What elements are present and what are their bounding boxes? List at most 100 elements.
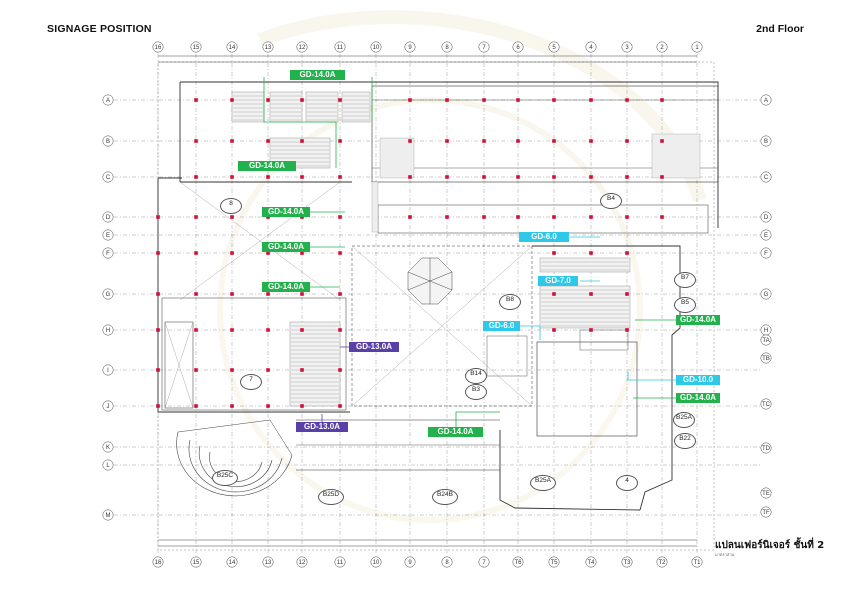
column-marker [408,215,412,219]
svg-text:F: F [106,251,110,257]
grid-bubble-bottom: T5 [548,556,560,568]
svg-text:TF: TF [762,510,770,516]
column-marker [266,368,270,372]
svg-text:TD: TD [762,446,771,452]
svg-text:15: 15 [193,560,200,566]
svg-text:14: 14 [229,560,236,566]
grid-bubble-left: K [102,441,114,453]
column-marker [230,368,234,372]
drawing-scale-note: มาตราส่วน [715,552,735,557]
sign-gd-7: GD-7.0 [538,276,578,286]
grid-bubble-top: 3 [621,41,633,53]
column-marker [194,139,198,143]
svg-text:B: B [764,139,768,145]
column-marker [660,215,664,219]
grid-bubble-top: 6 [512,41,524,53]
grid-bubble-left: C [102,171,114,183]
column-marker [589,328,593,332]
column-marker [230,404,234,408]
column-marker [338,328,342,332]
column-marker [338,368,342,372]
svg-text:T5: T5 [550,560,558,566]
column-marker [589,139,593,143]
grid-bubble-bottom: 16 [152,556,164,568]
column-marker [338,215,342,219]
column-marker [589,251,593,255]
svg-text:8: 8 [445,45,449,51]
svg-text:5: 5 [552,45,556,51]
grid-bubble-top: 14 [226,41,238,53]
zone-b8: B8 [499,294,521,310]
column-marker [552,98,556,102]
column-marker [194,368,198,372]
grid-bubble-top: 13 [262,41,274,53]
svg-text:12: 12 [299,45,306,51]
column-marker [625,292,629,296]
svg-text:G: G [106,292,111,298]
structural-columns [156,98,664,408]
zone-b24b: B24B [432,489,458,505]
column-marker [194,292,198,296]
grid-bubble-bottom: 10 [370,556,382,568]
grid-bubble-right: C [760,171,772,183]
grid-bubble-right: TA [760,334,772,346]
sign-gd-10: GD-10.0 [676,375,720,385]
grid-bubble-right: A [760,94,772,106]
svg-text:H: H [106,328,110,334]
grid-bubble-right: D [760,211,772,223]
svg-text:A: A [764,98,768,104]
svg-text:TA: TA [762,338,769,344]
grid-bubble-right: TC [760,398,772,410]
grid-bubble-top: 2 [656,41,668,53]
column-marker [408,175,412,179]
grid-bubble-right: TE [760,487,772,499]
column-marker [516,139,520,143]
grid-bubble-bottom: T6 [512,556,524,568]
svg-text:12: 12 [299,560,306,566]
grid-bubble-bottom: T3 [621,556,633,568]
grid-bubble-bottom: 9 [404,556,416,568]
column-marker [482,215,486,219]
grid-bubble-bottom: 13 [262,556,274,568]
svg-text:T3: T3 [623,560,631,566]
column-marker [194,404,198,408]
column-marker [266,328,270,332]
grid-bubble-right: TB [760,352,772,364]
column-marker [445,139,449,143]
grid-bubble-left: G [102,288,114,300]
column-marker [156,215,160,219]
column-marker [266,98,270,102]
svg-text:3: 3 [625,45,629,51]
column-marker [338,139,342,143]
svg-text:7: 7 [482,45,486,51]
svg-text:T4: T4 [587,560,595,566]
column-marker [625,215,629,219]
svg-text:T6: T6 [514,560,522,566]
walls [157,81,719,511]
zone-b5: B5 [674,297,696,313]
grid-bubble-right: TF [760,506,772,518]
hatched-panels [371,133,701,233]
svg-text:G: G [764,292,769,298]
floor-label: 2nd Floor [756,23,804,35]
page-title: SIGNAGE POSITION [47,23,152,35]
sign-gd-13a-low: GD-13.0A [296,422,348,432]
dimension-bars [158,55,697,547]
grid-bubble-top: 8 [441,41,453,53]
column-marker [338,251,342,255]
svg-text:M: M [106,513,111,519]
column-marker [266,404,270,408]
column-marker [625,251,629,255]
column-marker [194,98,198,102]
svg-text:13: 13 [265,560,272,566]
zone-b25a-right: B25A [673,412,695,428]
svg-text:8: 8 [445,560,449,566]
grid-bubble-top: 11 [334,41,346,53]
column-marker [482,175,486,179]
column-marker [266,251,270,255]
column-marker [625,328,629,332]
svg-text:E: E [106,233,110,239]
column-marker [156,251,160,255]
svg-text:I: I [107,368,109,374]
